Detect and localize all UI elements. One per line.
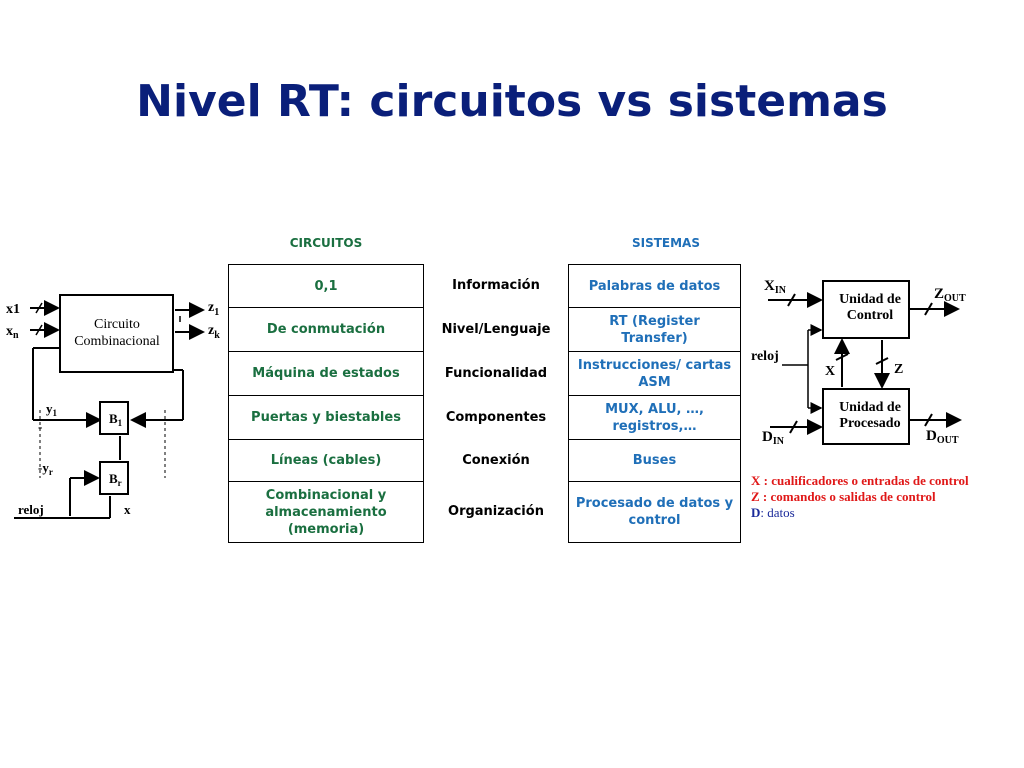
circuitos-header: CIRCUITOS (289, 236, 363, 250)
flipflop-b1 (99, 401, 129, 435)
svg-text:Procesado: Procesado (839, 416, 900, 431)
circuitos-table: 0,1 De conmutación Máquina de estados Pu… (228, 264, 424, 543)
x-label: x (124, 502, 131, 517)
sistemas-cell: Procesado de datos y control (575, 496, 734, 528)
sistemas-cell: Buses (569, 440, 740, 482)
sistemas-cell: Palabras de datos (569, 265, 740, 308)
circuitos-cell: Máquina de estados (229, 352, 423, 396)
output-z1: z1 (208, 300, 219, 318)
circuitos-cell: Puertas y biestables (229, 396, 423, 440)
input-xn: xn (6, 324, 19, 341)
sistemas-cell: RT (Register Transfer) (569, 308, 740, 352)
legend-d: D: datos (751, 505, 795, 520)
z-out-label: ZOUT (934, 286, 966, 304)
circuitos-cell: Líneas (cables) (229, 440, 423, 482)
x-label: X (825, 364, 835, 379)
svg-text:Br: Br (109, 471, 122, 488)
block-label: Combinacional (74, 334, 160, 349)
legend: X : cualificadores o entradas de control… (751, 473, 969, 521)
state-yr: -yr (38, 460, 53, 477)
state-y1: y1 (46, 401, 58, 418)
legend-x: X : cualificadores o entradas de control (751, 473, 969, 488)
sistemas-header: SISTEMAS (631, 236, 700, 250)
aspect-label: Funcionalidad (444, 365, 548, 381)
output-zk: zk (208, 323, 220, 341)
sistemas-cell: Instrucciones/ cartas ASM (569, 352, 740, 396)
svg-text:Control: Control (847, 308, 894, 323)
clock-label: reloj (751, 349, 779, 364)
circuitos-cell: 0,1 (229, 265, 423, 308)
legend-z: Z : comandos o salidas de control (751, 489, 936, 504)
z-label: Z (894, 362, 903, 377)
sistemas-cell: MUX, ALU, …, registros,… (569, 396, 740, 440)
page-title: Nivel RT: circuitos vs sistemas (136, 76, 888, 127)
circuitos-cell: Combinacional y almacenamiento (memoria) (265, 487, 387, 537)
d-out-label: DOUT (926, 428, 959, 446)
d-in-label: DIN (762, 429, 785, 447)
clock-label: reloj (18, 502, 44, 517)
input-x1: x1 (6, 302, 20, 317)
aspect-label: Organización (448, 503, 544, 519)
svg-text:Unidad de: Unidad de (839, 292, 901, 307)
svg-text:Unidad de: Unidad de (839, 400, 901, 415)
svg-text:B1: B1 (109, 411, 123, 428)
block-label: Circuito (94, 317, 140, 332)
state-dash: - (38, 419, 42, 434)
aspect-label: Nivel/Lenguaje (441, 321, 551, 337)
flipflop-br (99, 461, 129, 495)
system-diagram: Unidad de Control Unidad de Procesado XI… (751, 278, 966, 447)
combinational-block (59, 294, 174, 373)
sequential-circuit-diagram: Circuito Combinacional x1 xn z1 zk B1 Br… (6, 294, 220, 519)
aspect-label: Conexión (462, 452, 530, 468)
circuitos-cell: De conmutación (229, 308, 423, 352)
aspect-label: Información (452, 278, 540, 293)
process-unit (822, 388, 910, 445)
sistemas-table: Palabras de datos RT (Register Transfer)… (568, 264, 741, 543)
aspect-label: Componentes (445, 409, 547, 425)
x-in-label: XIN (764, 278, 787, 296)
